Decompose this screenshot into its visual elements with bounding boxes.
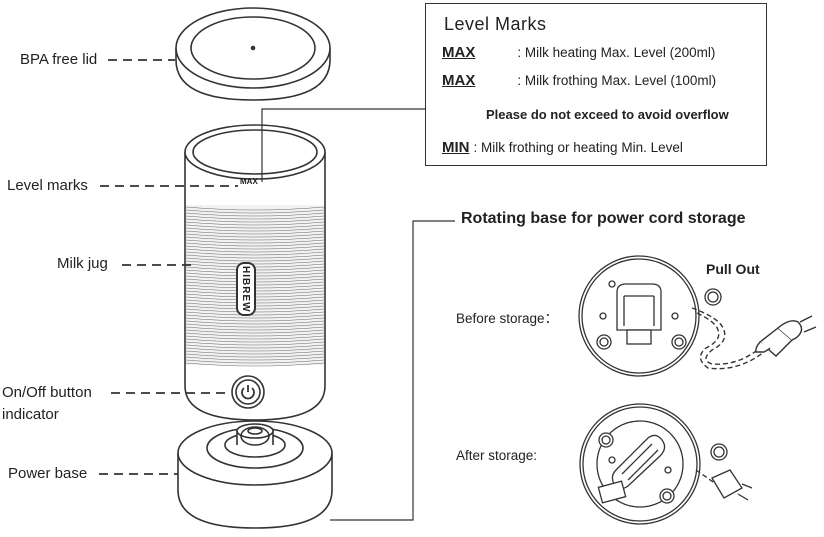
level-desc: : Milk frothing or heating Min. Level [473, 140, 683, 155]
level-row-warning: Please do not exceed to avoid overflow [486, 107, 729, 122]
level-row-min: MIN : Milk frothing or heating Min. Leve… [442, 139, 683, 156]
level-desc: : Milk frothing Max. Level (100ml) [517, 73, 717, 88]
level-row-heating: MAX : Milk heating Max. Level (200ml) [442, 44, 715, 61]
level-marks-box: Level Marks MAX : Milk heating Max. Leve… [425, 3, 767, 166]
level-key: MAX [442, 72, 476, 89]
label-power-base: Power base [8, 465, 88, 482]
warning-text: Please do not exceed to avoid overflow [486, 107, 729, 122]
label-milk-jug: Milk jug [57, 255, 108, 272]
jug-brand-logo: HIBREW [236, 262, 256, 316]
label-button-line1: On/Off button [2, 384, 92, 401]
lid-illustration [175, 7, 331, 101]
callout-lines [99, 59, 238, 475]
cord-before [691, 307, 765, 370]
cord-after [695, 443, 753, 501]
level-marks-title: Level Marks [444, 14, 547, 34]
level-key: MIN [442, 139, 470, 156]
pull-out-label: Pull Out [706, 261, 760, 277]
before-storage-label: Before storage： [456, 311, 559, 326]
power-base-illustration [177, 420, 333, 529]
power-icon [241, 385, 255, 400]
leader-lines [261, 108, 455, 521]
pull-out-knob [704, 288, 722, 306]
label-lid: BPA free lid [20, 51, 98, 68]
label-level-marks: Level marks [7, 177, 88, 194]
base-bottom-after [579, 403, 701, 525]
base-section-title: Rotating base for power cord storage [461, 210, 746, 227]
label-button-line2: indicator [2, 406, 59, 423]
jug-max-mark: MAX [240, 177, 258, 186]
level-desc: : Milk heating Max. Level (200ml) [517, 45, 716, 60]
after-storage-label: After storage: [456, 448, 538, 463]
level-key: MAX [442, 44, 476, 61]
level-row-frothing: MAX : Milk frothing Max. Level (100ml) [442, 72, 716, 89]
plug-icon [755, 315, 817, 357]
base-bottom-before [578, 255, 700, 377]
